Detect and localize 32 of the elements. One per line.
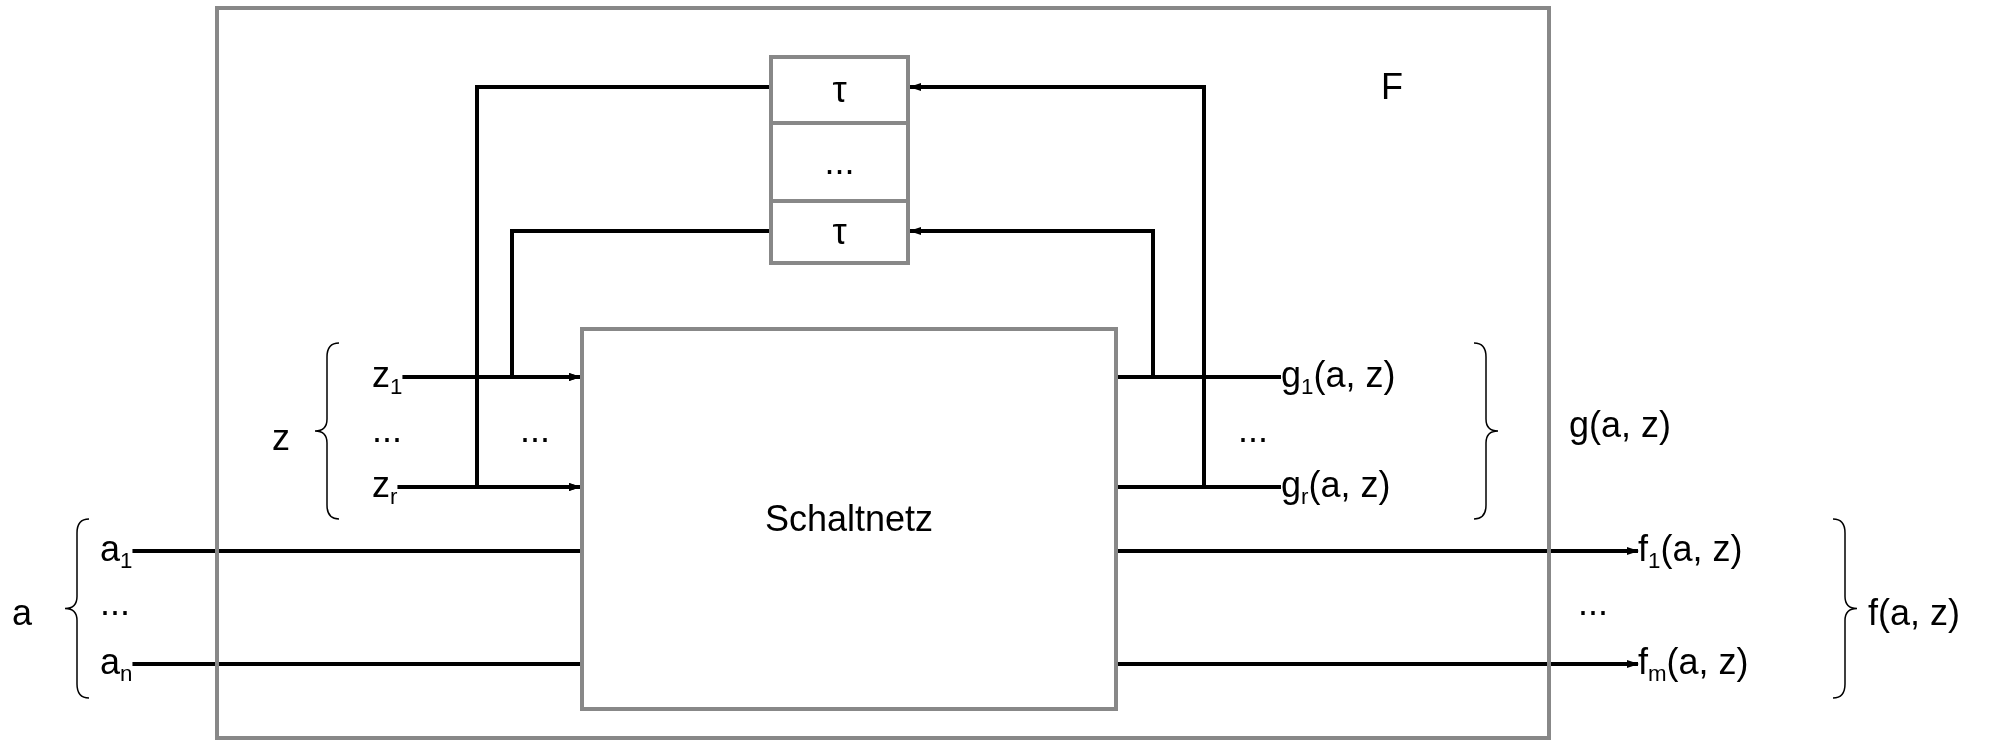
group-label: a [12, 592, 33, 634]
delay-symbol: τ [832, 69, 847, 111]
signal-label: g$_{r}$(a, z) [1281, 464, 1391, 510]
ellipsis: ... [824, 141, 855, 183]
connector-line [132, 662, 580, 666]
ellipsis: ... [1578, 582, 1608, 624]
arrow [1118, 547, 1639, 555]
signal-label: a$_{n}$ [100, 641, 133, 687]
group-label: z [272, 417, 290, 459]
ellipsis: ... [1238, 409, 1268, 451]
arrow [1118, 660, 1639, 668]
group-label: f(a, z) [1868, 592, 1960, 634]
signal-label: z$_{r}$ [372, 464, 398, 510]
signal-label: g$_{1}$(a, z) [1281, 354, 1396, 400]
group-label: g(a, z) [1569, 404, 1672, 446]
ellipsis: ... [100, 582, 130, 624]
arrow [475, 85, 769, 491]
arrow [909, 83, 1206, 489]
delay-symbol: τ [832, 211, 847, 253]
arrow [909, 227, 1155, 379]
system-box [215, 6, 1551, 740]
process-label: Schaltnetz [764, 498, 934, 540]
signal-label: a$_{1}$ [100, 528, 133, 574]
box-title: F [1381, 66, 1403, 108]
signal-label: z$_{1}$ [372, 354, 403, 400]
signal-label: f$_{m}$(a, z) [1638, 641, 1749, 687]
signal-label: f$_{1}$(a, z) [1638, 528, 1743, 574]
ellipsis: ... [520, 409, 550, 451]
connector-line [132, 549, 580, 553]
ellipsis: ... [372, 409, 402, 451]
arrow [510, 229, 769, 381]
process-box [580, 327, 1118, 711]
